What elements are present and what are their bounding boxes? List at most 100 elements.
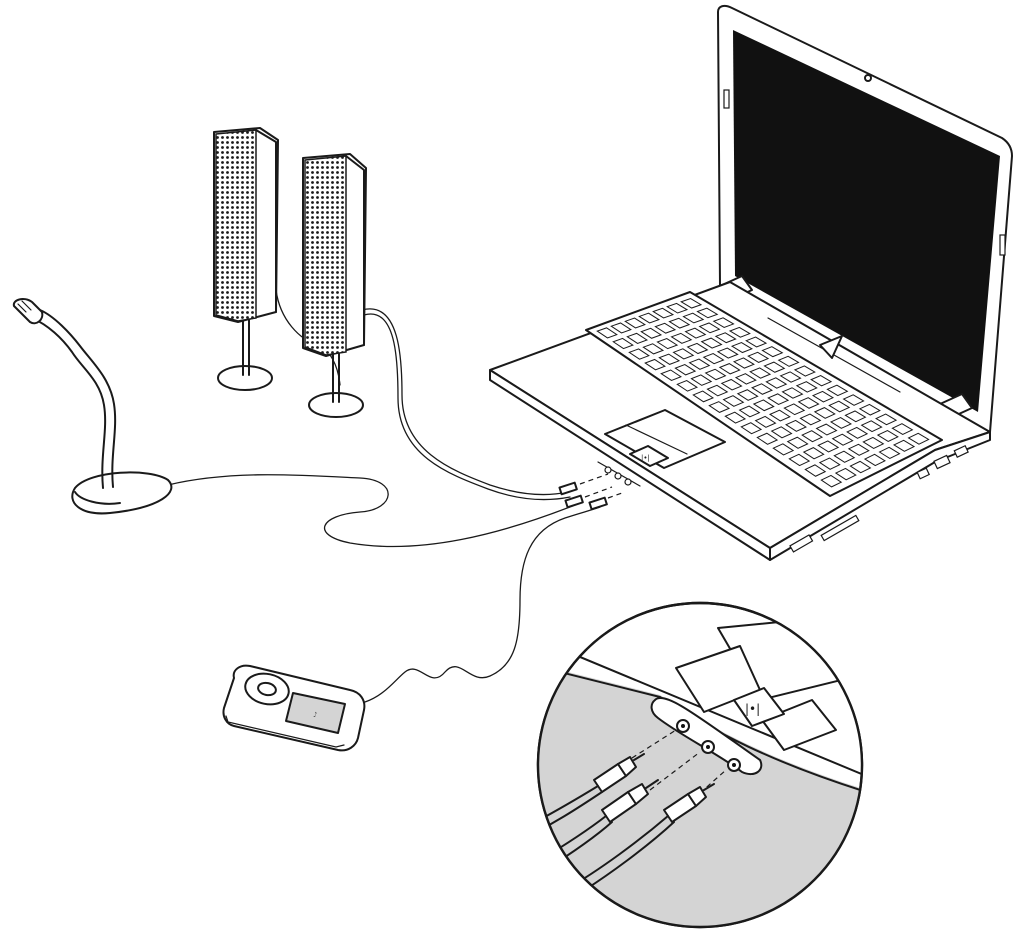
keyboard-key: [640, 327, 663, 339]
keyboard-key: [793, 365, 816, 377]
keyboard-key: [668, 317, 691, 329]
keyboard-key: [795, 381, 818, 393]
keyboard-key: [682, 312, 705, 324]
keyboard-key: [781, 387, 804, 399]
keyboard-key: [811, 390, 835, 403]
speakers-icon: [213, 127, 367, 418]
audio-plug-2: [539, 779, 659, 871]
keyboard-key: [751, 383, 773, 395]
keyboard-key: [767, 393, 790, 405]
keyboard-key: [833, 450, 856, 463]
keyboard-key: [801, 430, 824, 443]
keyboard-key: [706, 384, 729, 397]
keyboard-key: [700, 337, 723, 349]
keyboard-key: [847, 443, 870, 456]
keyboard-key: [752, 399, 775, 412]
keyboard-key: [696, 307, 719, 319]
svg-text:|•|: |•|: [641, 454, 650, 462]
keyboard-key: [666, 302, 689, 314]
keyboard-key: [674, 363, 697, 376]
keyboard-key: [692, 390, 715, 403]
keyboard-key: [610, 322, 632, 334]
keyboard-key: [878, 446, 901, 459]
keyboard-key: [818, 457, 841, 470]
keyboard-key: [761, 346, 784, 358]
media-player-icon: ♪: [222, 664, 366, 752]
keyboard-key: [842, 394, 865, 406]
keyboard-key: [628, 348, 650, 360]
keyboard-key: [722, 395, 745, 407]
keyboard-key: [770, 426, 793, 439]
keyboard-key: [799, 413, 822, 426]
keyboard-key: [704, 368, 727, 381]
keyboard-key: [734, 373, 757, 385]
keyboard-key: [718, 363, 741, 375]
keyboard-key: [652, 307, 675, 319]
keyboard-key: [724, 411, 747, 424]
keyboard-key: [676, 379, 699, 392]
keyboard-key: [698, 322, 721, 334]
keyboard-key: [720, 378, 743, 391]
keyboard-key: [754, 415, 777, 428]
keyboard-key: [728, 326, 751, 338]
plug-connectors: [558, 473, 623, 511]
svg-text:|•|: |•|: [745, 702, 760, 716]
keyboard-key: [846, 426, 869, 439]
keyboard-key: [863, 453, 886, 467]
keyboard-key: [612, 337, 634, 350]
keyboard-key: [658, 353, 681, 365]
keyboard-key: [730, 341, 753, 354]
audio-plug-1: [538, 753, 645, 841]
keyboard-key: [849, 460, 872, 474]
svg-text:♪: ♪: [313, 711, 317, 719]
keyboard-key: [670, 332, 693, 344]
keyboard-key: [797, 397, 820, 409]
keyboard-key: [684, 327, 707, 339]
keyboard-key: [738, 405, 761, 418]
keyboard-key: [826, 384, 849, 397]
keyboard-key: [624, 317, 646, 329]
keyboard-key: [907, 432, 930, 445]
keyboard-key: [765, 377, 788, 389]
keyboard-key: [786, 436, 809, 449]
laptop-icon: |•|: [489, 4, 1013, 561]
cables: [167, 289, 601, 703]
keyboard-key: [756, 432, 779, 445]
microphone-icon: [12, 298, 173, 515]
keyboard-key: [817, 440, 840, 453]
keyboard-key: [860, 420, 883, 433]
keyboard-keys: [596, 298, 930, 488]
keyboard-key: [831, 433, 854, 446]
keyboard-key: [802, 447, 825, 460]
keyboard-key: [829, 416, 853, 429]
keyboard-key: [644, 358, 666, 371]
keyboard-key: [813, 407, 836, 419]
keyboard-key: [690, 374, 713, 386]
keyboard-key: [740, 422, 763, 435]
keyboard-key: [779, 371, 802, 383]
keyboard-key: [815, 423, 838, 436]
keyboard-key: [828, 400, 851, 413]
keyboard-key: [732, 357, 755, 369]
keyboard-key: [768, 409, 791, 422]
keyboard-key: [892, 439, 916, 452]
keyboard-key: [745, 336, 768, 348]
keyboard-key: [736, 389, 759, 401]
keyboard-key: [876, 429, 899, 442]
keyboard-key: [712, 317, 735, 329]
keyboard-key: [820, 474, 843, 488]
keyboard-key: [788, 453, 811, 467]
keyboard-key: [777, 355, 800, 367]
keyboard-key: [596, 327, 618, 339]
keyboard-key: [785, 419, 807, 432]
keyboard-key: [858, 403, 881, 416]
keyboard-key: [810, 374, 833, 387]
keyboard-key: [638, 312, 661, 324]
keyboard-key: [749, 367, 772, 379]
keyboard-key: [714, 332, 737, 344]
keyboard-key: [708, 401, 731, 413]
keyboard-key: [660, 369, 683, 382]
keyboard-key: [804, 464, 827, 477]
